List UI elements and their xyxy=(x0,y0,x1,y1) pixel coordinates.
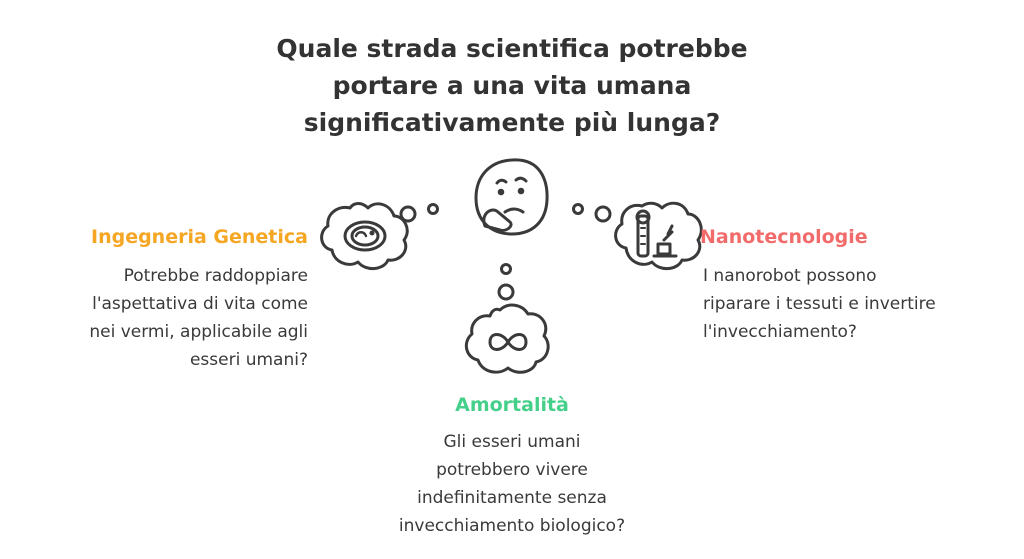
thought-bubble xyxy=(572,203,584,215)
description-line: esseri umani? xyxy=(189,350,308,370)
nanorobot-lab-icon xyxy=(614,201,703,270)
title-line: Quale strada scientifica potrebbe xyxy=(276,34,748,63)
description-line: invecchiamento biologico? xyxy=(398,516,626,536)
genetic-engineering-description: Potrebbe raddoppiare l'aspettativa di vi… xyxy=(89,262,308,374)
description-line: potrebbero vivere xyxy=(436,460,588,480)
description-line: nei vermi, applicabile agli xyxy=(89,322,308,342)
thought-bubble xyxy=(497,283,515,301)
description-line: Gli esseri umani xyxy=(443,432,581,452)
description-line: indefinitamente senza xyxy=(417,488,607,508)
thought-bubble xyxy=(427,203,439,215)
title-line: portare a una vita umana xyxy=(332,71,692,100)
nanotechnology-heading: Nanotecnologie xyxy=(700,226,868,248)
title-line: significativamente più lunga? xyxy=(303,108,721,137)
amortality-description: Gli esseri umani potrebbero vivere indef… xyxy=(312,428,712,540)
genetic-engineering-heading: Ingegneria Genetica xyxy=(91,226,308,248)
description-line: Potrebbe raddoppiare xyxy=(123,266,308,286)
amortality-heading: Amortalità xyxy=(455,394,569,416)
thought-bubble xyxy=(399,205,417,223)
infinity-icon xyxy=(464,303,550,374)
description-line: l'invecchiamento? xyxy=(703,322,857,342)
petri-dish-icon xyxy=(320,202,409,270)
description-line: I nanorobot possono xyxy=(703,266,877,286)
nanotechnology-description: I nanorobot possono riparare i tessuti e… xyxy=(703,262,936,346)
thought-bubble xyxy=(594,205,612,223)
page-title: Quale strada scientifica potrebbe portar… xyxy=(212,30,812,141)
thinking-face-icon xyxy=(474,158,549,236)
thought-bubble xyxy=(500,263,512,275)
description-line: riparare i tessuti e invertire xyxy=(703,294,936,314)
description-line: l'aspettativa di vita come xyxy=(92,294,308,314)
